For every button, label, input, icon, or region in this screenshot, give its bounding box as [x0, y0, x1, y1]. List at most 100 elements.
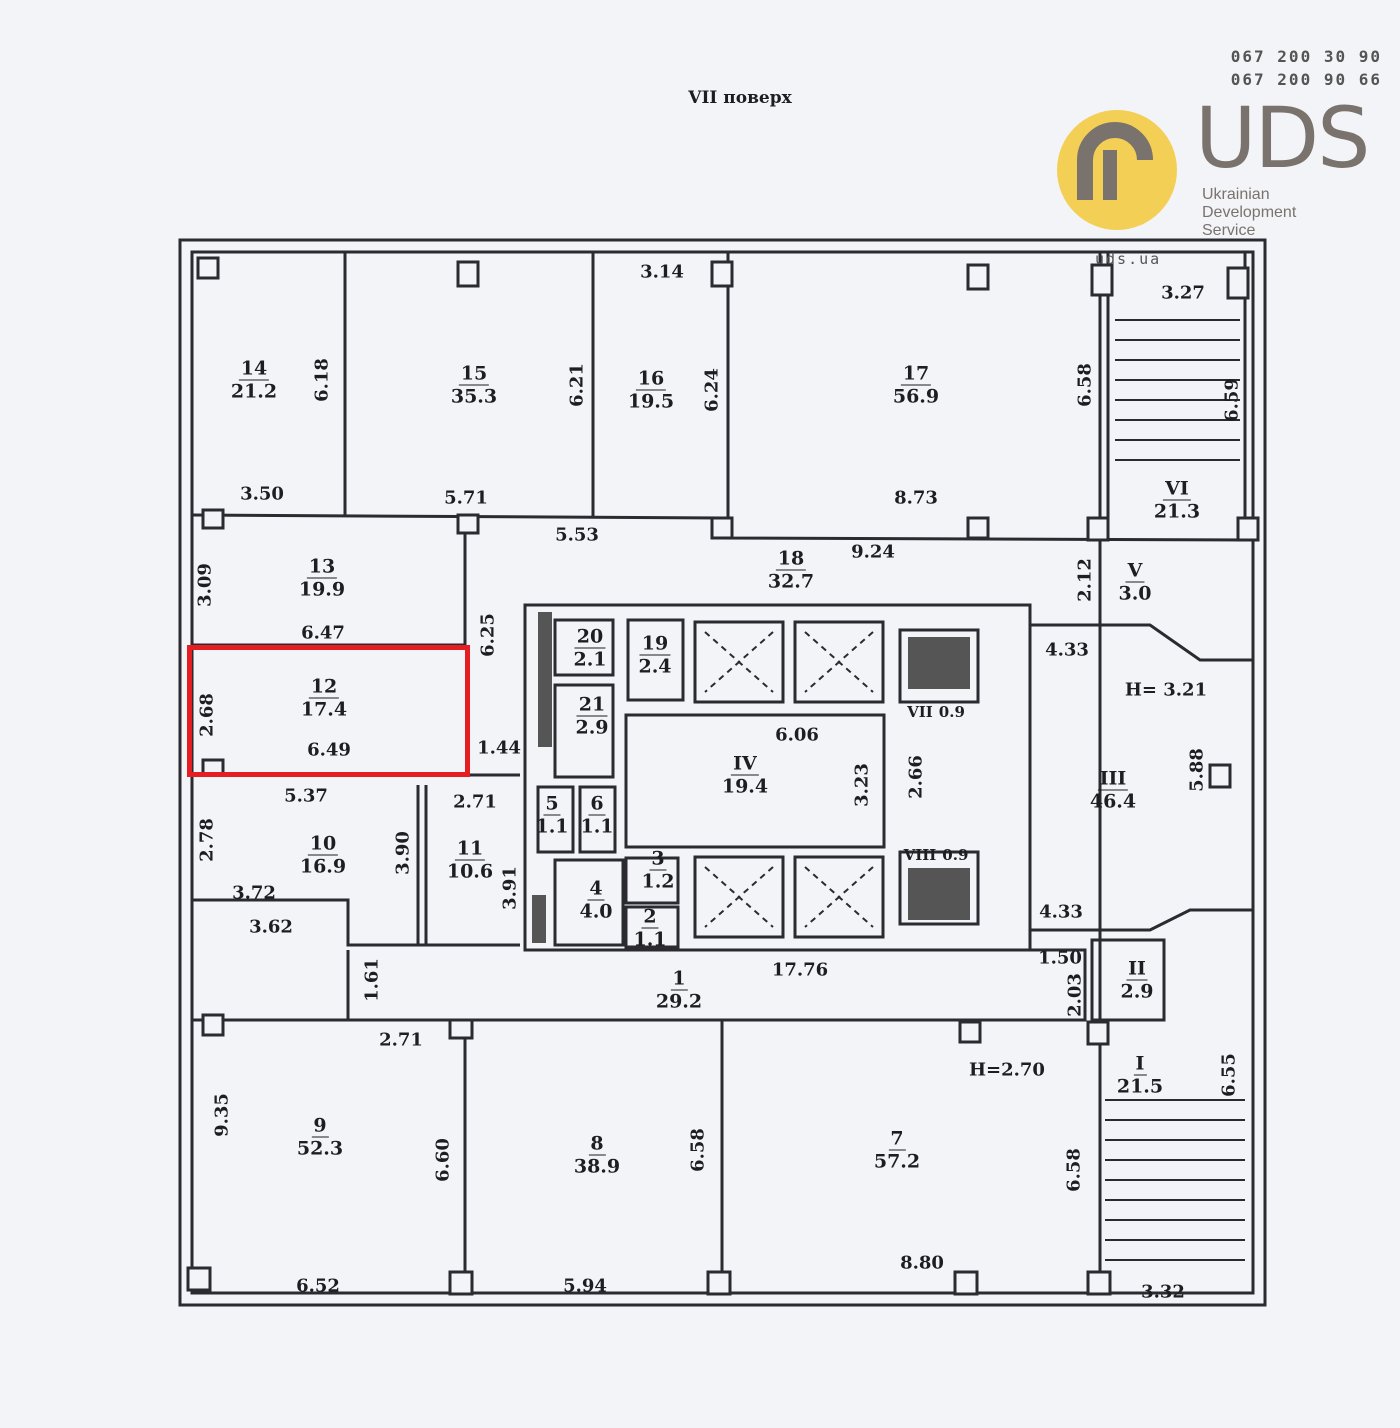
room-number: 15: [458, 362, 490, 386]
room-number: 17: [900, 362, 932, 386]
dimension-label: 4.33: [1045, 639, 1089, 661]
room-number: II: [1126, 957, 1148, 981]
dimension-label: 3.14: [640, 261, 684, 283]
website-link[interactable]: uds.ua: [1095, 250, 1162, 268]
dimension-label: 5.53: [555, 524, 599, 546]
room-area: 0.9: [942, 846, 969, 864]
dimension-label: 2.71: [453, 791, 497, 813]
dimension-label: 3.32: [1141, 1281, 1185, 1303]
room-area: 19.5: [627, 390, 675, 413]
phone-2[interactable]: 067 200 90 66: [1230, 70, 1382, 89]
room-area: 19.4: [721, 775, 769, 798]
room-number: 10: [307, 832, 339, 856]
uds-logo-icon: [1057, 110, 1177, 230]
dimension-label: 6.24: [701, 368, 723, 412]
dimension-label: 3.09: [194, 563, 216, 607]
dimension-label: 8.80: [900, 1252, 944, 1274]
room-area: 2.9: [1120, 980, 1154, 1003]
dimension-label: 6.52: [296, 1275, 340, 1297]
dimension-label: 3.50: [240, 483, 284, 505]
dimension-label: H= 3.21: [1124, 679, 1208, 701]
tagline-line-1: Ukrainian: [1202, 186, 1270, 203]
dimension-label: 3.90: [392, 831, 414, 875]
room-number: 13: [306, 555, 338, 579]
room-number: 2: [641, 905, 659, 929]
dimension-label: 3.23: [851, 763, 873, 807]
dimension-label: 6.47: [301, 622, 345, 644]
room-area: 19.9: [298, 578, 346, 601]
room-area: 35.3: [450, 385, 498, 408]
dimension-label: 1.61: [361, 958, 383, 1002]
room-area: 21.5: [1116, 1075, 1164, 1098]
dimension-label: 3.62: [249, 916, 293, 938]
room-area: 38.9: [573, 1155, 621, 1178]
dimension-label: 3.27: [1161, 282, 1205, 304]
room-area: 21.2: [230, 380, 278, 403]
room-number: 5: [543, 792, 561, 816]
dimension-label: 5.37: [284, 785, 328, 807]
room-area: 2.4: [638, 655, 672, 678]
dimension-label: 6.49: [307, 739, 351, 761]
dimension-label: 5.88: [1186, 748, 1208, 792]
dimension-label: 3.91: [499, 866, 521, 910]
room-area: 21.3: [1153, 500, 1201, 523]
room-area: 1.2: [641, 870, 675, 893]
dimension-label: 1.44: [477, 737, 521, 759]
room-area: 4.0: [579, 900, 613, 923]
room-number: 20: [574, 625, 606, 649]
room-number: 14: [238, 357, 270, 381]
dimension-label: 2.12: [1074, 558, 1096, 602]
room-area: 16.9: [299, 855, 347, 878]
dimension-label: 6.21: [566, 363, 588, 407]
phone-1[interactable]: 067 200 30 90: [1230, 47, 1382, 66]
highlighted-room-12-frame: [187, 645, 470, 777]
room-number: 11: [454, 837, 486, 861]
tagline-line-2: Development: [1202, 204, 1297, 221]
room-area: 2.9: [575, 716, 609, 739]
dimension-label: 6.58: [687, 1128, 709, 1172]
dimension-label: 6.59: [1221, 378, 1243, 422]
room-number: VII: [907, 703, 933, 721]
room-number: I: [1133, 1052, 1147, 1076]
dimension-label: 6.06: [775, 724, 819, 746]
floor-title: VII поверх: [688, 88, 792, 108]
dimension-label: 3.72: [232, 882, 276, 904]
room-area: 56.9: [892, 385, 940, 408]
dimension-label: 2.78: [196, 818, 218, 862]
contact-phones: 067 200 30 90 067 200 90 66: [1231, 45, 1382, 91]
dimension-label: 5.94: [563, 1275, 607, 1297]
room-number: 16: [635, 367, 667, 391]
room-area: 29.2: [655, 990, 703, 1013]
dimension-label: 8.73: [894, 487, 938, 509]
room-area: 1.1: [633, 928, 667, 951]
